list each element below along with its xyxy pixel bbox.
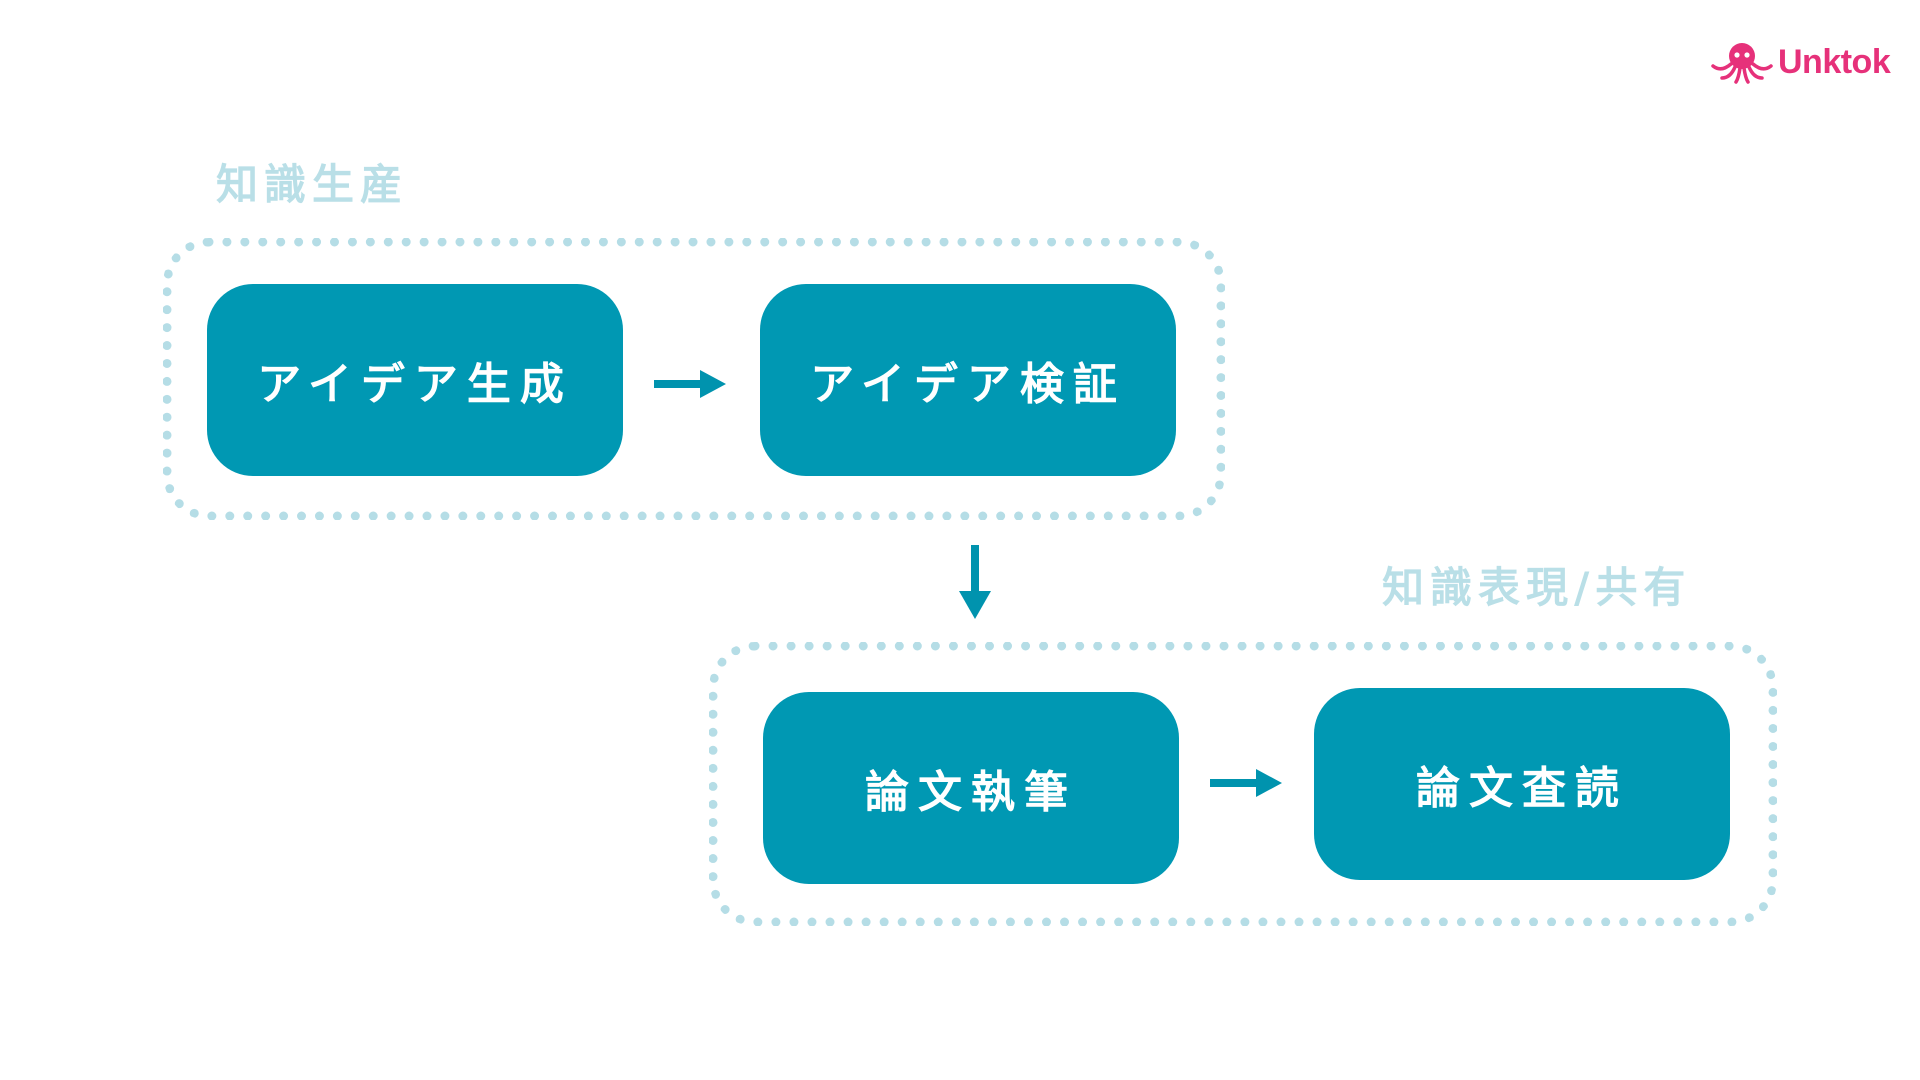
arrow-down-icon xyxy=(955,545,995,621)
step-label: 論文査読 xyxy=(1416,763,1628,814)
step-peer-review: 論文査読 xyxy=(1314,688,1730,880)
group-label-knowledge-sharing: 知識表現/共有 xyxy=(1382,563,1692,612)
brand-name: Unktok xyxy=(1778,43,1891,81)
step-label: アイデア検証 xyxy=(810,359,1126,410)
group-frame-knowledge-sharing xyxy=(709,642,1777,926)
brand-logo: Unktok xyxy=(1710,40,1891,84)
step-label: アイデア生成 xyxy=(257,359,573,410)
group-frame-knowledge-production xyxy=(163,238,1225,520)
step-paper-writing: 論文執筆 xyxy=(763,692,1179,884)
step-idea-verification: アイデア検証 xyxy=(760,284,1176,476)
step-idea-generation: アイデア生成 xyxy=(207,284,623,476)
group-label-knowledge-production: 知識生産 xyxy=(216,160,409,209)
arrow-right-icon xyxy=(1206,763,1286,803)
octopus-icon xyxy=(1710,40,1774,84)
arrow-right-icon xyxy=(650,364,730,404)
step-label: 論文執筆 xyxy=(865,767,1077,818)
